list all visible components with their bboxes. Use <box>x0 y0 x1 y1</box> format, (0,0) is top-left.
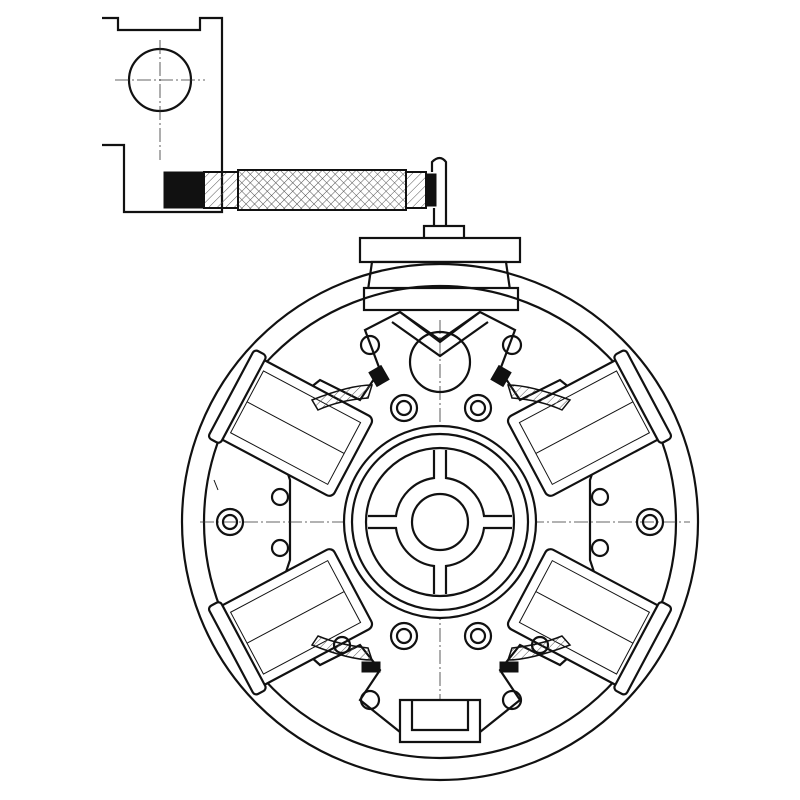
bottom-clamp <box>398 698 482 744</box>
commutator-hub <box>342 424 538 620</box>
mounting-screws <box>215 334 665 711</box>
outer-housing <box>180 262 700 782</box>
brush-holder-top-left <box>207 349 374 497</box>
brush-holder-bottom-right <box>506 548 673 696</box>
mounting-bracket <box>102 16 224 214</box>
adjustment-rod <box>163 156 448 232</box>
brush-holder-top-right <box>506 349 673 497</box>
top-post <box>408 330 472 394</box>
brush-springs <box>310 311 572 673</box>
top-clamp <box>358 224 522 312</box>
brush-holder-bottom-left <box>207 548 374 696</box>
